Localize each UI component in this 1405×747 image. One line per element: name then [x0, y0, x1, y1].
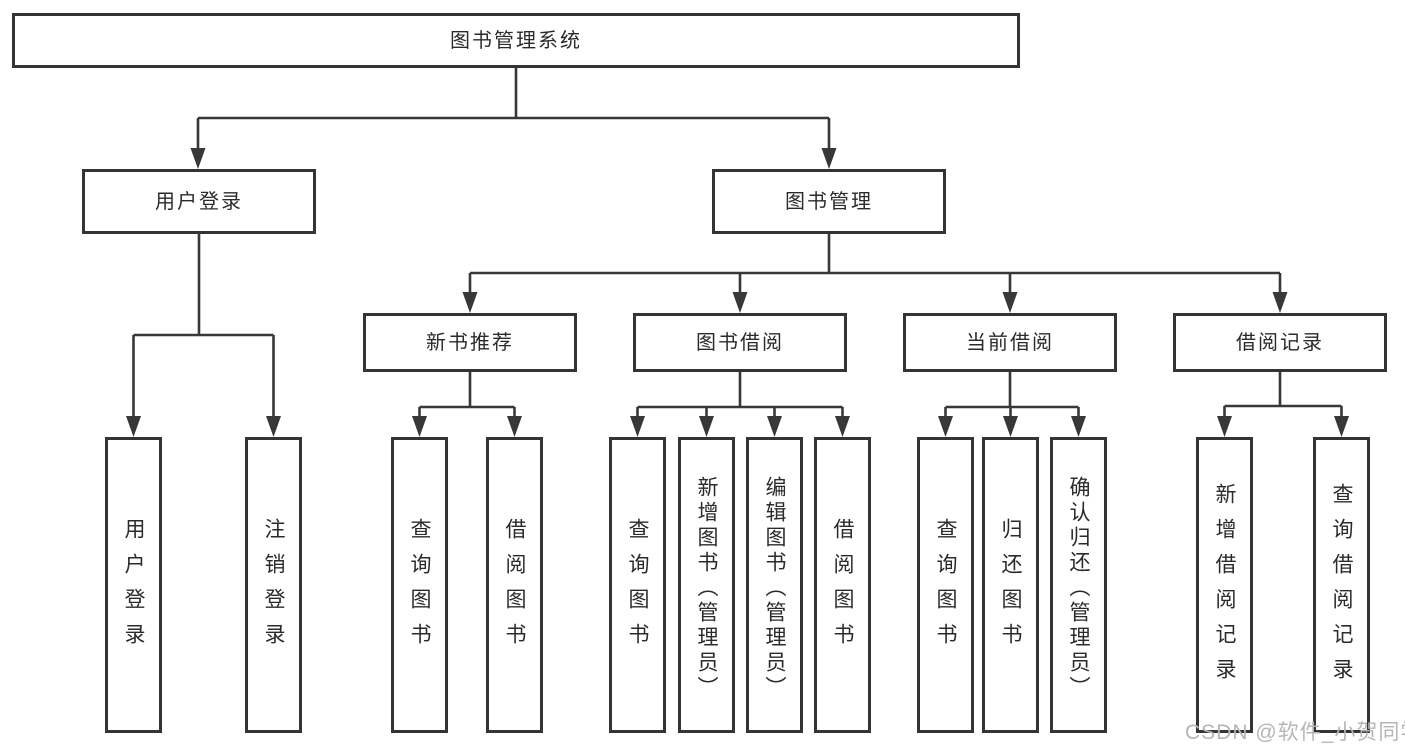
node-new-book-recommend: 新书推荐: [363, 313, 577, 372]
leaf-query-books-recommend: 查询图书: [391, 437, 448, 733]
leaf-query-borrow-record: 查询借阅记录: [1313, 437, 1370, 733]
node-book-borrow: 图书借阅: [633, 313, 847, 372]
leaf-borrow-books: 借阅图书: [814, 437, 871, 733]
node-user-login-module: 用户登录: [82, 169, 316, 234]
leaf-logout: 注销登录: [245, 437, 302, 733]
node-borrow-records: 借阅记录: [1173, 313, 1387, 372]
leaf-add-books-admin: 新增图书（管理员）: [678, 437, 735, 733]
node-current-borrow: 当前借阅: [903, 313, 1117, 372]
node-root-system: 图书管理系统: [12, 13, 1020, 68]
leaf-add-borrow-record: 新增借阅记录: [1196, 437, 1253, 733]
leaf-user-login: 用户登录: [105, 437, 162, 733]
csdn-watermark: CSDN @软件_小贺同学: [1185, 721, 1405, 744]
node-book-management-module: 图书管理: [712, 169, 946, 234]
leaf-query-books-borrow: 查询图书: [609, 437, 666, 733]
leaf-query-books-current: 查询图书: [917, 437, 974, 733]
leaf-confirm-return-admin: 确认归还（管理员）: [1050, 437, 1107, 733]
leaf-borrow-books-recommend: 借阅图书: [486, 437, 543, 733]
leaf-edit-books-admin: 编辑图书（管理员）: [746, 437, 803, 733]
leaf-return-books: 归还图书: [982, 437, 1039, 733]
